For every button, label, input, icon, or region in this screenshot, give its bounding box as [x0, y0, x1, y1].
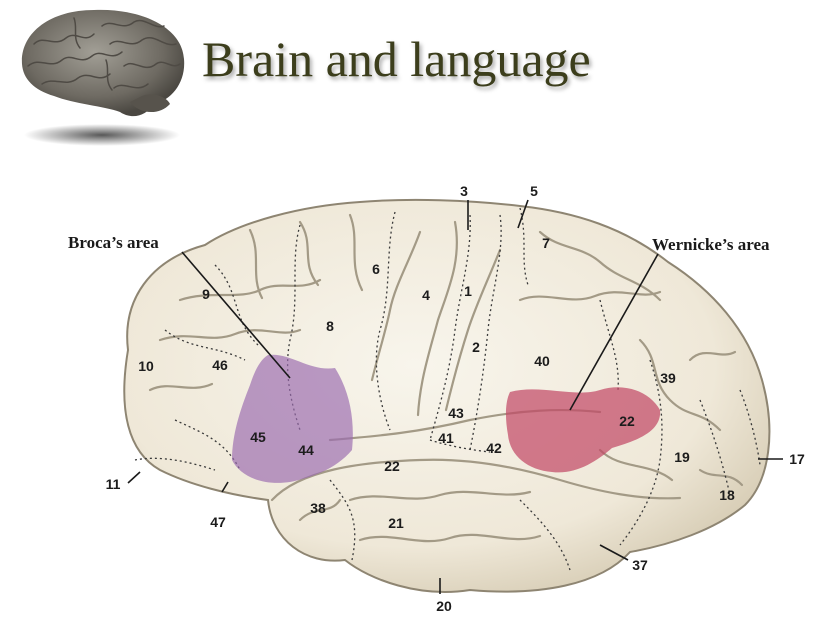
area-label-6: 6 — [372, 261, 380, 277]
area-label-44: 44 — [298, 442, 314, 458]
area-label-37: 37 — [632, 557, 648, 573]
area-label-22-temporal: 22 — [384, 458, 400, 474]
wernickes-area-label: Wernicke’s area — [652, 235, 770, 254]
area-label-45: 45 — [250, 429, 266, 445]
area-boundaries — [134, 207, 761, 571]
area-label-42: 42 — [486, 440, 502, 456]
area-label-8: 8 — [326, 318, 334, 334]
area-label-18: 18 — [719, 487, 735, 503]
area-label-41: 41 — [438, 430, 454, 446]
area-label-38: 38 — [310, 500, 326, 516]
wernicke-area-highlight — [505, 387, 661, 473]
area-label-9: 9 — [202, 286, 210, 302]
gyri-pattern — [148, 213, 744, 543]
area-label-39: 39 — [660, 370, 676, 386]
brocas-area-label: Broca’s area — [68, 233, 159, 252]
area-label-10: 10 — [138, 358, 154, 374]
area-label-43: 43 — [448, 405, 464, 421]
brodmann-area-numbers: 3 5 7 6 4 1 9 8 2 40 10 46 39 43 45 44 4… — [106, 183, 805, 614]
slide-title: Brain and language — [202, 31, 591, 87]
area-label-11: 11 — [106, 476, 121, 492]
area-label-19: 19 — [674, 449, 690, 465]
area-label-20: 20 — [436, 598, 452, 614]
area-label-46: 46 — [212, 357, 228, 373]
area-label-5: 5 — [530, 183, 538, 199]
area-label-21: 21 — [388, 515, 404, 531]
brain-lateral-diagram: Broca’s area Wernicke’s area 3 5 7 6 4 1… — [68, 183, 805, 614]
broca-area-highlight — [232, 354, 353, 483]
area-label-40: 40 — [534, 353, 550, 369]
area-label-17: 17 — [789, 451, 805, 467]
brain-photo-icon — [21, 9, 185, 146]
area-label-22-wernicke: 22 — [619, 413, 635, 429]
brain-outline — [123, 198, 771, 593]
area-label-1: 1 — [464, 283, 472, 299]
leader-lines — [127, 199, 783, 594]
area-label-47: 47 — [210, 514, 226, 530]
area-label-3: 3 — [460, 183, 468, 199]
area-label-2: 2 — [472, 339, 480, 355]
area-label-4: 4 — [422, 287, 430, 303]
area-label-7: 7 — [542, 235, 550, 251]
